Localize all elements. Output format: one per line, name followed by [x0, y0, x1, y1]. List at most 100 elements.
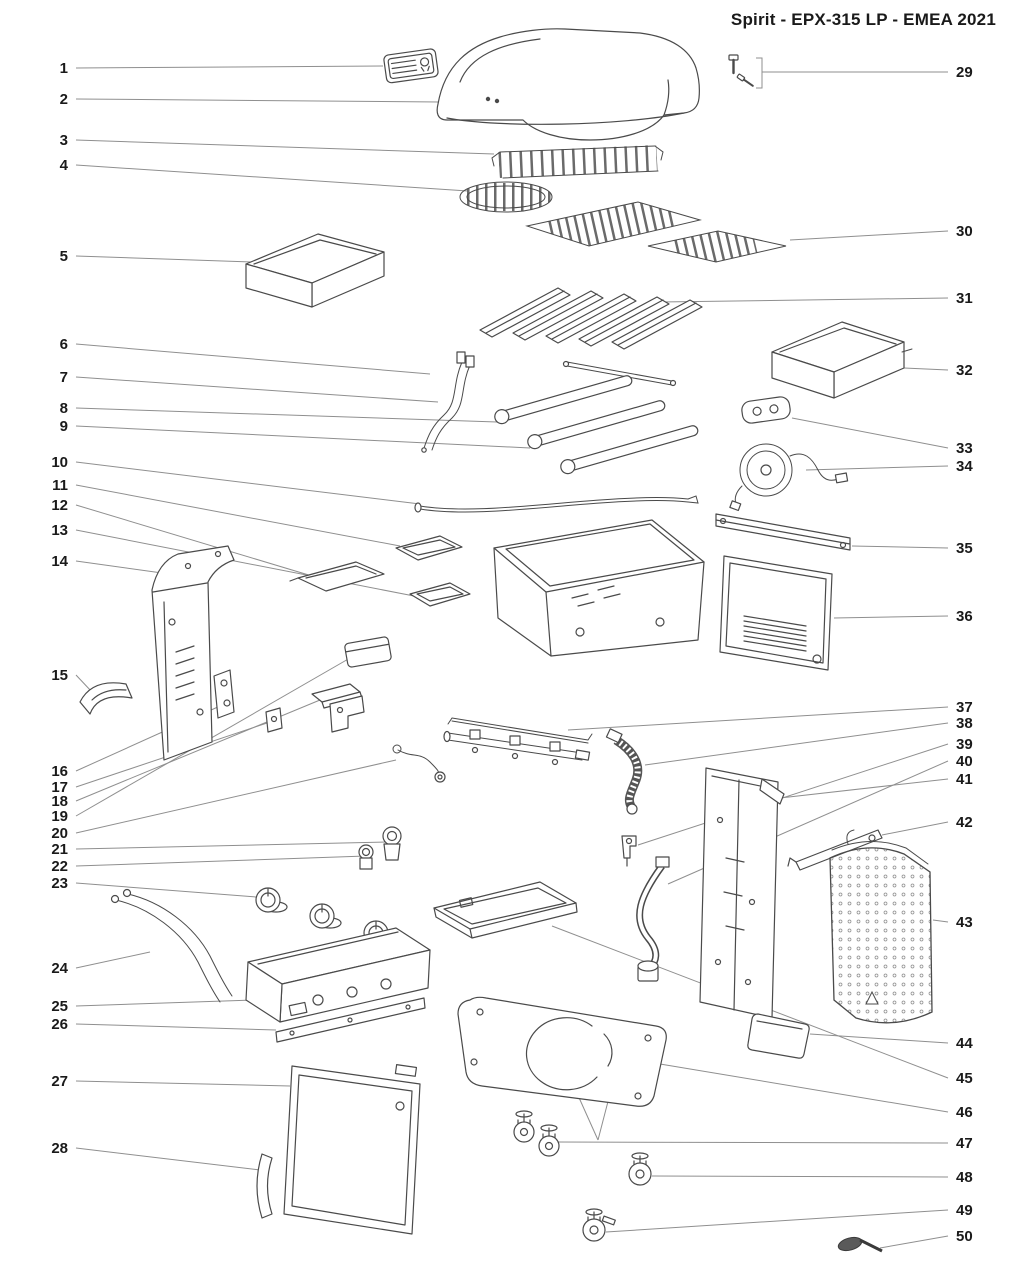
part-callout-33: 33: [956, 440, 973, 457]
part-callout-3: 3: [60, 132, 68, 149]
display-module-illustration: [741, 396, 791, 424]
trim-strip-illustration: [275, 997, 426, 1043]
part-callout-42: 42: [956, 814, 973, 831]
part-callout-23: 23: [51, 875, 68, 892]
part-callout-8: 8: [60, 400, 68, 417]
part-callout-15: 15: [51, 667, 68, 684]
part-callout-49: 49: [956, 1202, 973, 1219]
part-callout-35: 35: [956, 540, 973, 557]
part-callout-1: 1: [60, 60, 68, 77]
warming-rack-illustration: [491, 145, 664, 179]
part-callout-30: 30: [956, 223, 973, 240]
part-callout-37: 37: [956, 699, 973, 716]
igniter-button-illustration: [382, 826, 402, 861]
part-callout-46: 46: [956, 1104, 973, 1121]
callout-labels: 1 2 3 4 5 6 7 8 9 10 11 12 13 14 15 16 1…: [51, 60, 973, 1245]
burner-tubes-illustration: [494, 375, 699, 475]
crossover-tube-illustration: [414, 495, 699, 513]
part-callout-19: 19: [51, 808, 68, 825]
frame-panel-right-illustration: [699, 767, 785, 1019]
part-callout-14: 14: [51, 553, 68, 570]
locking-caster-illustration: [582, 1208, 616, 1242]
part-callout-21: 21: [51, 841, 68, 858]
part-callout-11: 11: [52, 477, 68, 494]
door-handle-illustration: [256, 1153, 273, 1219]
bracket-illustration: [213, 669, 235, 719]
part-callout-9: 9: [60, 418, 68, 435]
oval-grate-illustration: [459, 181, 553, 213]
scoop-tool-illustration: [837, 1236, 883, 1253]
diagram-title: Spirit - EPX-315 LP - EMEA 2021: [730, 10, 996, 29]
electrode-illustration: [621, 835, 637, 867]
part-callout-29: 29: [956, 64, 973, 81]
part-callout-41: 41: [956, 771, 973, 788]
part-callout-36: 36: [956, 608, 973, 625]
part-callout-31: 31: [956, 290, 973, 307]
igniter-wires-illustration: [421, 351, 677, 453]
grease-tray-illustration: [433, 881, 578, 939]
lid-illustration: [436, 28, 700, 141]
caster-illustration: [628, 1152, 652, 1186]
part-callout-24: 24: [51, 960, 68, 977]
side-table-left-illustration: [245, 233, 385, 308]
part-callout-39: 39: [956, 736, 973, 753]
part-callout-10: 10: [51, 454, 68, 471]
part-callout-2: 2: [60, 91, 68, 108]
cooking-grates-illustration: [525, 201, 787, 263]
mounting-rail-illustration: [715, 513, 851, 551]
side-panel-right-illustration: [719, 555, 833, 671]
part-callout-32: 32: [956, 362, 973, 379]
tank-panel-illustration: [829, 829, 933, 1024]
part-callout-7: 7: [60, 369, 68, 386]
part-callout-34: 34: [956, 458, 973, 475]
heat-plate-illustration: [289, 561, 385, 592]
flavorizer-bars-illustration: [479, 287, 703, 350]
l-bracket-illustration: [329, 695, 365, 733]
handle-illustration: [79, 682, 133, 715]
part-callout-43: 43: [956, 914, 973, 931]
part-callout-48: 48: [956, 1169, 973, 1186]
drip-tray-illustration: [395, 535, 463, 561]
wiring-harness-illustration: [729, 443, 849, 512]
electrode-wire-illustration: [392, 744, 446, 783]
screw-illustration: [728, 54, 754, 87]
igniter-button-2-illustration: [358, 844, 374, 870]
grease-pan-small-illustration: [409, 582, 471, 607]
firebox-illustration: [493, 519, 705, 657]
part-callout-6: 6: [60, 336, 68, 353]
part-callout-4: 4: [60, 157, 69, 174]
igniter-module-illustration: [344, 636, 392, 668]
manifold-pipes-illustration: [110, 888, 233, 1003]
part-callout-12: 12: [51, 497, 68, 514]
flex-hose-illustration: [605, 728, 643, 815]
part-callout-22: 22: [51, 858, 68, 875]
part-callout-20: 20: [51, 825, 68, 842]
door-illustration: [283, 1064, 421, 1235]
control-panel-illustration: [245, 927, 431, 1023]
part-callout-17: 17: [51, 779, 68, 796]
part-callout-5: 5: [60, 248, 68, 265]
side-table-right-illustration: [771, 321, 913, 399]
frame-panel-left-illustration: [151, 545, 235, 761]
part-callout-25: 25: [51, 998, 68, 1015]
part-callout-44: 44: [956, 1035, 973, 1052]
part-callout-50: 50: [956, 1228, 973, 1245]
weber-logo-badge-illustration: [383, 48, 439, 84]
part-callout-18: 18: [51, 793, 68, 810]
part-callout-45: 45: [956, 1070, 973, 1087]
part-callout-13: 13: [51, 522, 68, 539]
leader-lines: [75, 57, 949, 1249]
hose-regulator-illustration: [636, 856, 670, 982]
part-callout-38: 38: [956, 715, 973, 732]
part-callout-28: 28: [51, 1140, 68, 1157]
small-tray-illustration: [747, 1013, 810, 1059]
bottom-panel-illustration: [457, 996, 667, 1107]
part-callout-16: 16: [51, 763, 68, 780]
clip-illustration: [265, 707, 283, 733]
part-callout-40: 40: [956, 753, 973, 770]
part-callout-27: 27: [51, 1073, 68, 1090]
burner-manifold-illustration: [443, 717, 593, 766]
part-callout-26: 26: [51, 1016, 68, 1033]
